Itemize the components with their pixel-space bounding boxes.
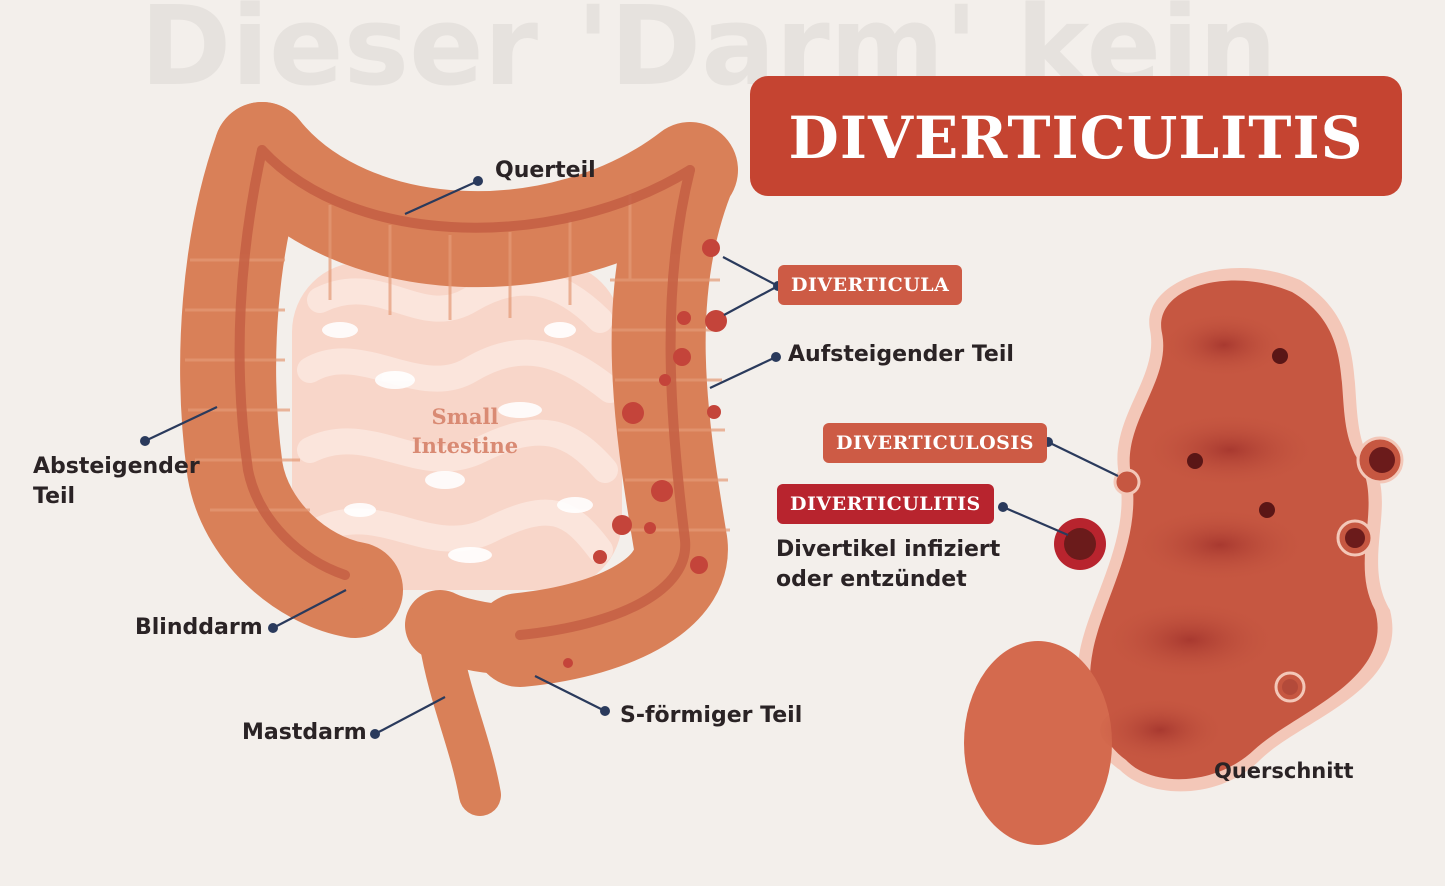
label-querschnitt: Querschnitt xyxy=(1214,756,1354,786)
label-blinddarm: Blinddarm xyxy=(135,613,263,643)
label-divertikel-infiziert: Divertikel infiziert oder entzündet xyxy=(776,535,1000,595)
label-aufsteigender-teil: Aufsteigender Teil xyxy=(788,340,1014,370)
label-querteil: Querteil xyxy=(495,156,596,186)
label-absteigender-teil: Absteigender Teil xyxy=(33,452,200,512)
label-mastdarm: Mastdarm xyxy=(242,718,367,748)
small-intestine-label: Small Intestine xyxy=(380,402,550,460)
title-banner: DIVERTICULITIS xyxy=(750,76,1402,196)
label-diverticulitis: DIVERTICULITIS xyxy=(777,484,994,524)
label-s-foermiger-teil: S-förmiger Teil xyxy=(620,701,802,731)
label-diverticulosis: DIVERTICULOSIS xyxy=(823,423,1047,463)
label-diverticula: DIVERTICULA xyxy=(778,265,962,305)
page-title: DIVERTICULITIS xyxy=(750,76,1402,196)
